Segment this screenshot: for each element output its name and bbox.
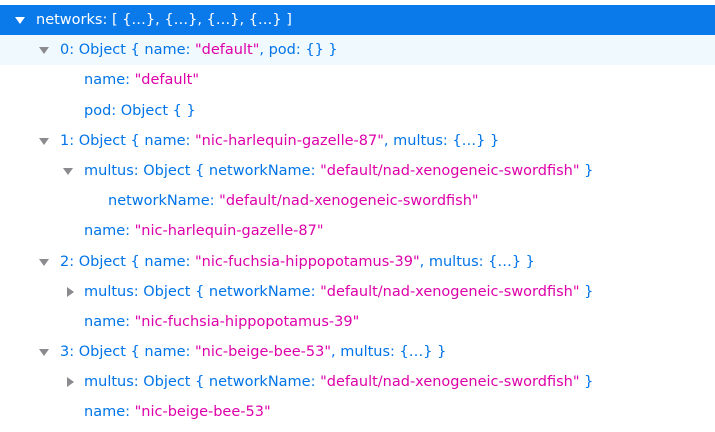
expanded-triangle-icon[interactable] [39,258,49,266]
property-key: 1: Object { name: [60,132,196,149]
string-value: "nic-harlequin-gazelle-87" [195,132,384,149]
tree-row-label: name: "nic-beige-bee-53" [84,397,271,427]
preview-text: } [579,162,594,179]
property-key: name: [84,404,135,421]
tree-row-label: name: "nic-fuchsia-hippopotamus-39" [84,307,359,337]
expanded-triangle-icon[interactable] [39,349,49,357]
tree-row[interactable]: networkName: "default/nad-xenogeneic-swo… [0,186,715,216]
preview-text: , pod: {} } [259,42,338,59]
preview-text: , multus: {…} } [419,253,535,270]
tree-row[interactable]: name: "nic-fuchsia-hippopotamus-39" [0,307,715,337]
tree-row[interactable]: name: "default" [0,65,715,95]
expanded-triangle-icon[interactable] [39,137,49,145]
property-key: pod: Object { } [84,102,196,119]
expanded-triangle-icon[interactable] [39,47,49,55]
property-key: networks: [36,12,112,28]
tree-row[interactable]: multus: Object { networkName: "default/n… [0,367,715,397]
property-key: multus: Object { networkName: [84,283,321,300]
string-value: "default/nad-xenogeneic-swordfish" [219,193,479,210]
preview-text: , multus: {…} } [383,132,500,149]
tree-row-label: 3: Object { name: "nic-beige-bee-53", mu… [60,337,446,367]
tree-row[interactable]: pod: Object { } [0,96,715,126]
string-value: "nic-beige-bee-53" [195,344,332,361]
property-key: name: [84,223,135,240]
preview-text: , multus: {…} } [331,344,447,361]
preview-text: } [579,283,594,300]
tree-row[interactable]: multus: Object { networkName: "default/n… [0,156,715,186]
preview-text: } [579,374,594,391]
property-key: name: [84,313,135,330]
object-tree: networks: [ {…}, {…}, {…}, {…} ]0: Objec… [0,5,715,428]
property-key: 2: Object { name: [60,253,196,270]
tree-row-label: 1: Object { name: "nic-harlequin-gazelle… [60,126,499,156]
property-key: multus: Object { networkName: [84,374,321,391]
string-value: "nic-fuchsia-hippopotamus-39" [195,253,420,270]
tree-row[interactable]: 1: Object { name: "nic-harlequin-gazelle… [0,126,715,156]
property-key: 0: Object { name: [60,42,196,59]
tree-row-label: 0: Object { name: "default", pod: {} } [60,35,338,65]
property-key: multus: Object { networkName: [84,162,321,179]
tree-row-label: name: "default" [84,65,199,95]
tree-row[interactable]: 2: Object { name: "nic-fuchsia-hippopota… [0,247,715,277]
tree-row-label: networks: [ {…}, {…}, {…}, {…} ] [36,5,292,35]
tree-row-label: multus: Object { networkName: "default/n… [84,367,593,397]
collapsed-triangle-icon[interactable] [67,377,74,388]
collapsed-triangle-icon[interactable] [67,286,74,297]
property-key: 3: Object { name: [60,344,196,361]
tree-row[interactable]: 3: Object { name: "nic-beige-bee-53", mu… [0,337,715,367]
string-value: "default" [134,72,199,89]
string-value: "default/nad-xenogeneic-swordfish" [320,374,580,391]
expanded-triangle-icon[interactable] [63,167,73,175]
tree-row[interactable]: name: "nic-harlequin-gazelle-87" [0,216,715,246]
string-value: "default" [195,42,260,59]
tree-row-label: multus: Object { networkName: "default/n… [84,277,593,307]
string-value: "default/nad-xenogeneic-swordfish" [320,283,580,300]
string-value: "nic-fuchsia-hippopotamus-39" [134,313,360,330]
tree-row[interactable]: 0: Object { name: "default", pod: {} } [0,35,715,66]
tree-row-label: multus: Object { networkName: "default/n… [84,156,593,186]
tree-row-label: 2: Object { name: "nic-fuchsia-hippopota… [60,247,535,277]
tree-row-label: networkName: "default/nad-xenogeneic-swo… [108,186,479,216]
tree-row[interactable]: networks: [ {…}, {…}, {…}, {…} ] [0,5,715,36]
previous-row-partial: … [84,0,99,4]
expanded-triangle-icon[interactable] [15,17,25,24]
preview-text: [ {…}, {…}, {…}, {…} ] [111,12,292,28]
string-value: "nic-beige-bee-53" [134,404,271,421]
tree-row[interactable]: name: "nic-beige-bee-53" [0,397,715,427]
property-key: networkName: [108,193,220,210]
tree-row-label: pod: Object { } [84,96,196,126]
property-key: name: [84,72,135,89]
tree-row-label: name: "nic-harlequin-gazelle-87" [84,216,324,246]
tree-row[interactable]: multus: Object { networkName: "default/n… [0,277,715,307]
string-value: "nic-harlequin-gazelle-87" [134,223,324,240]
string-value: "default/nad-xenogeneic-swordfish" [320,162,580,179]
